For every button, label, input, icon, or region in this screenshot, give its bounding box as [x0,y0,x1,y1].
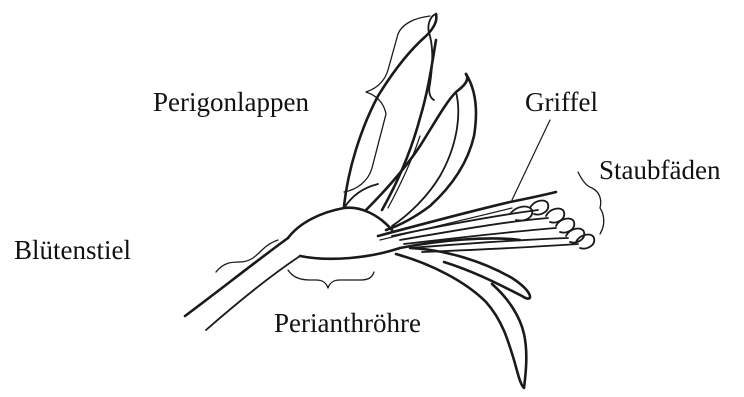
label-griffel: Griffel [525,89,598,116]
brace-perianthroehre [288,270,374,288]
label-staubfaeden: Staubfäden [599,157,720,184]
label-perianthroehre: Perianthröhre [274,310,421,337]
griffel-leader-line [512,120,550,200]
brace-perigonlappen [344,16,430,192]
tepal-outer [344,14,436,210]
anthers [510,201,594,249]
label-bluetenstiel: Blütenstiel [14,237,131,264]
label-perigonlappen: Perigonlappen [153,89,309,116]
